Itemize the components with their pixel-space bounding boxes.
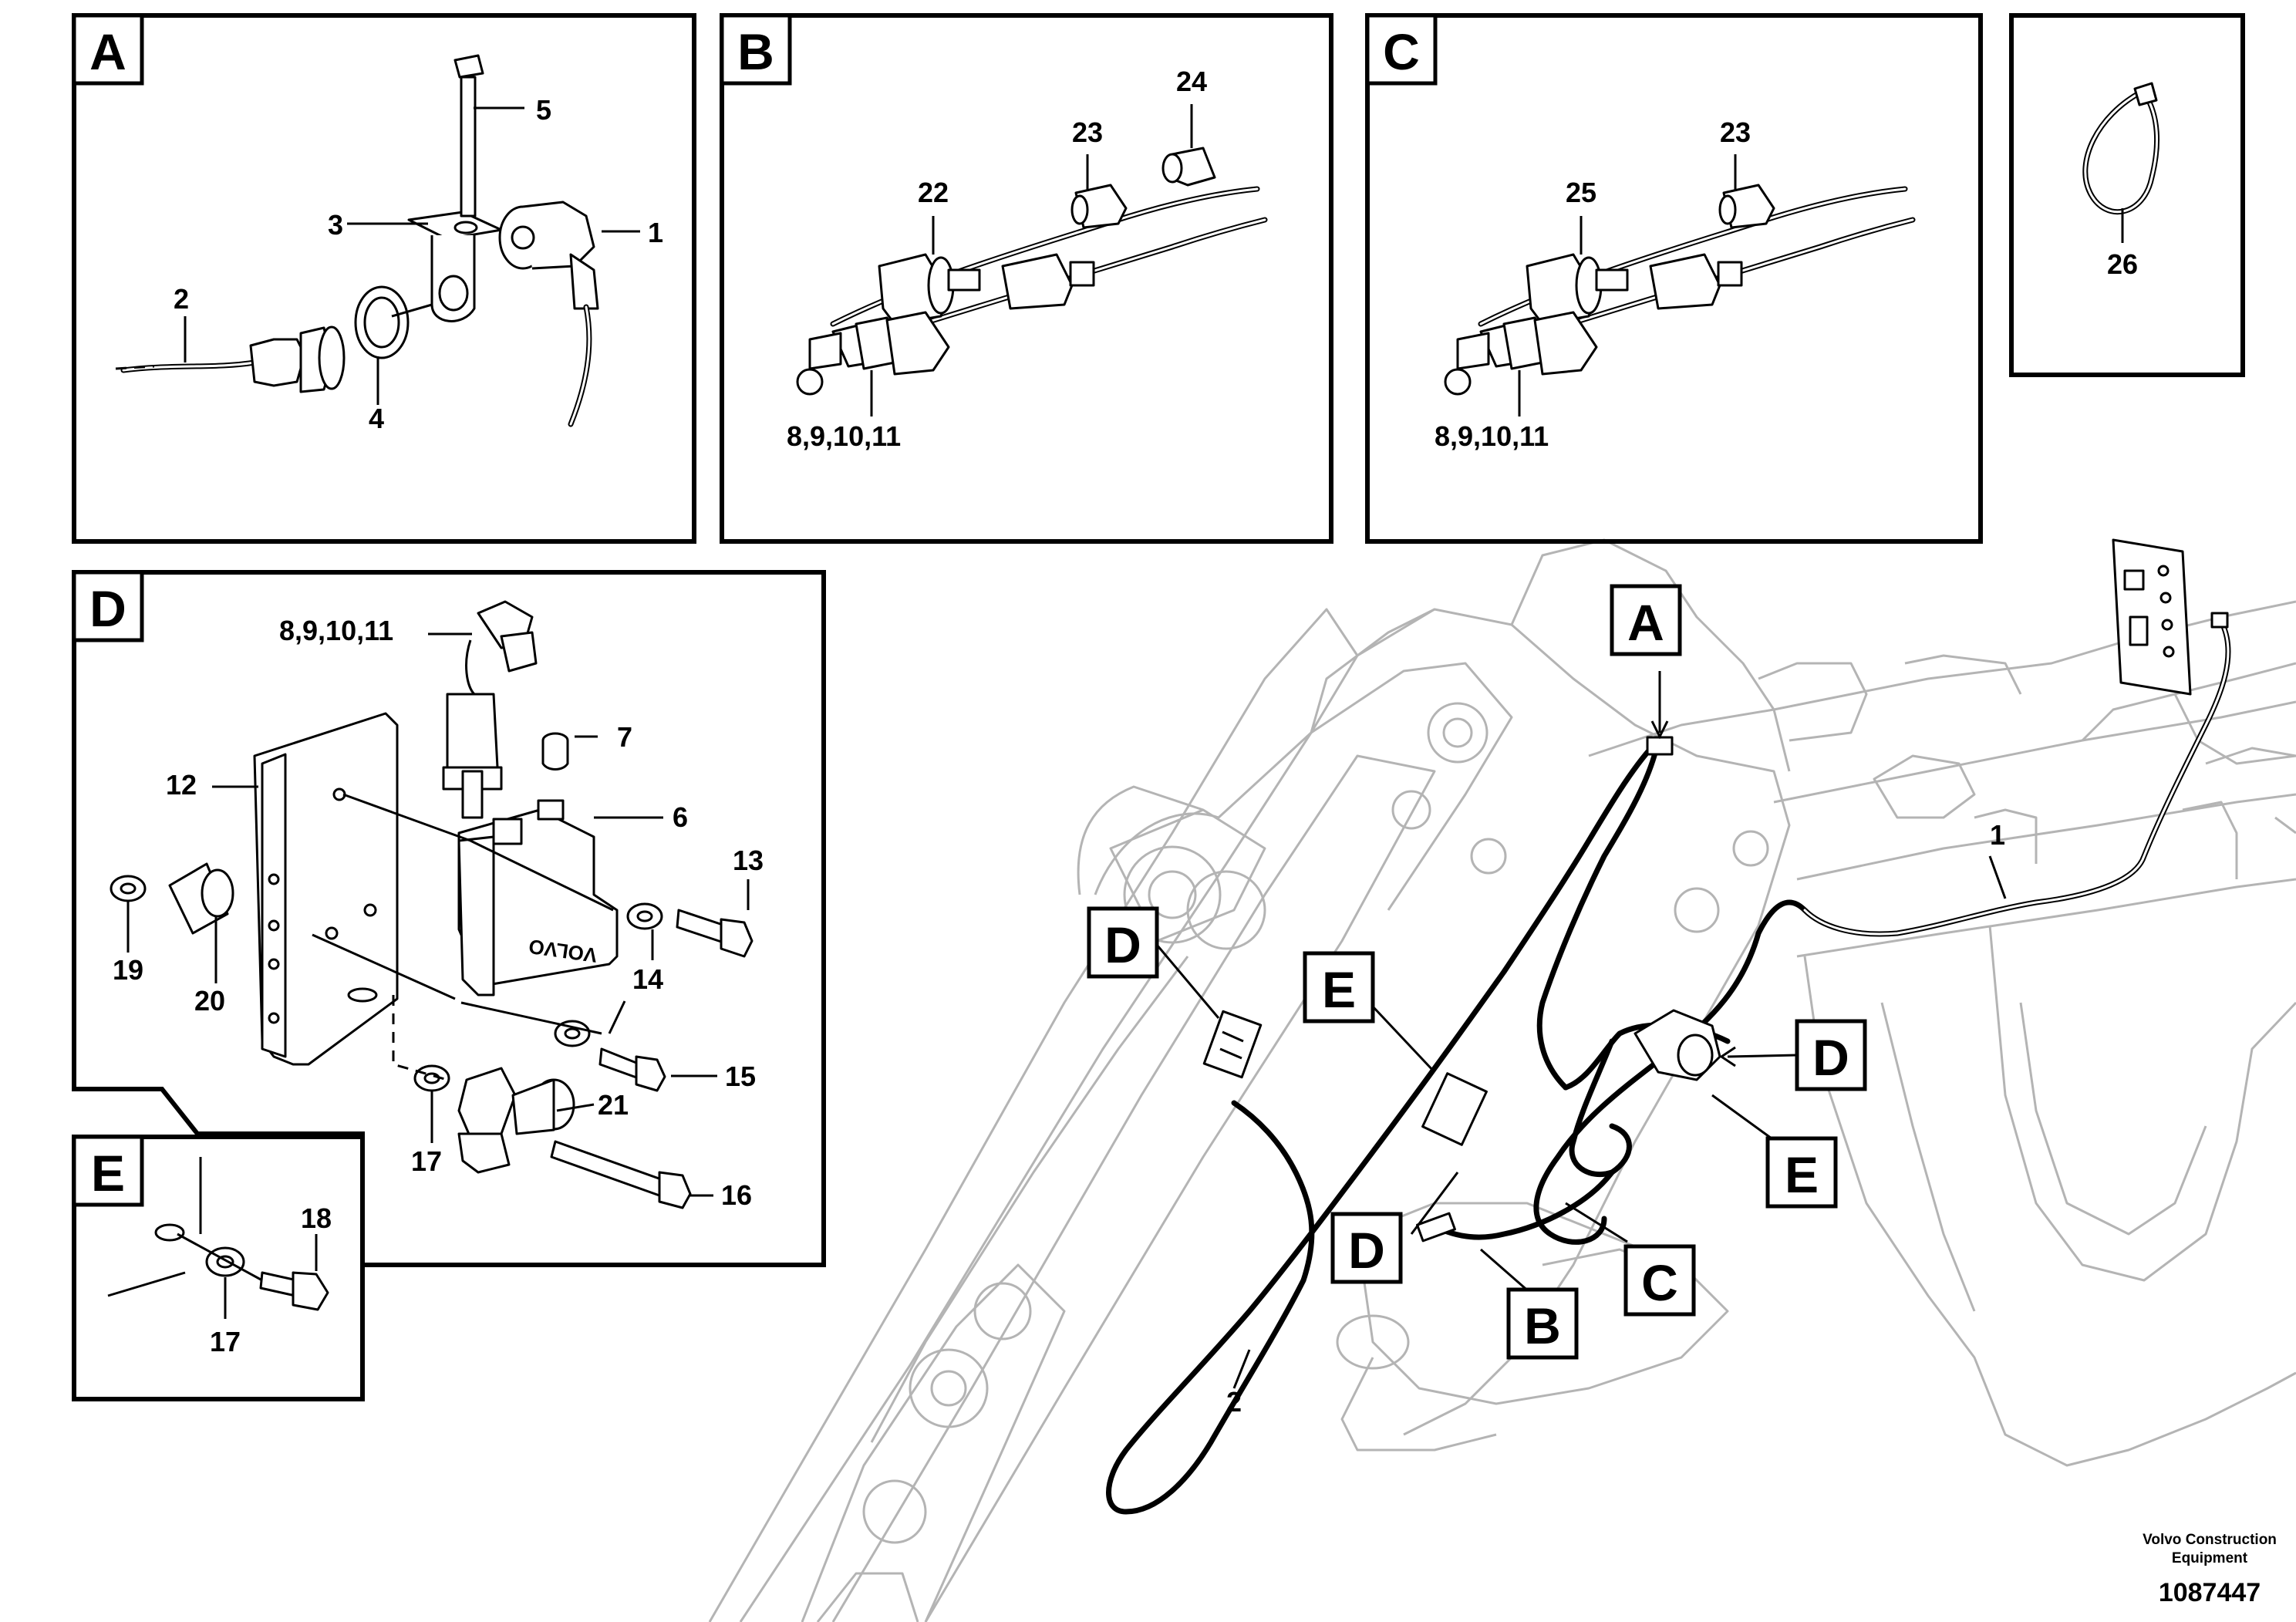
bolt-icon xyxy=(550,1140,692,1209)
panel-c-label-23: 23 xyxy=(1720,116,1751,148)
panel-d-label-20: 20 xyxy=(194,985,225,1017)
wiring-harness-overview xyxy=(1106,538,2231,1515)
panel-d-label-19: 19 xyxy=(113,954,143,986)
connector-icon xyxy=(1001,253,1095,310)
panel-b-label-23: 23 xyxy=(1072,116,1103,148)
connector-icon xyxy=(1070,184,1128,229)
panel-e-label-18: 18 xyxy=(301,1202,332,1234)
panel-d-label-12: 12 xyxy=(166,769,197,801)
svg-text:E: E xyxy=(1322,961,1356,1018)
connector-icon xyxy=(796,311,950,396)
panel-c-letter: C xyxy=(1383,23,1420,80)
bolt-icon xyxy=(168,862,234,935)
washer-icon xyxy=(110,875,147,902)
panel-a: A xyxy=(72,13,696,544)
svg-text:D: D xyxy=(1812,1029,1849,1086)
svg-text:D: D xyxy=(1348,1222,1385,1279)
svg-text:E: E xyxy=(1785,1146,1819,1203)
panel-d-label-16: 16 xyxy=(721,1179,752,1211)
svg-text:C: C xyxy=(1641,1254,1678,1311)
bolt-icon xyxy=(676,909,754,958)
panel-d-label-15: 15 xyxy=(725,1061,756,1092)
panel-d-label-13: 13 xyxy=(733,845,764,876)
panel-c: C 25 23 8,9,10,11 xyxy=(1365,13,1983,544)
panel-cable-tie: 26 xyxy=(2009,13,2245,377)
callout-d-mid: D xyxy=(1330,1212,1403,1284)
overview-callouts: A D E D E D C B 1 2 xyxy=(1087,584,2005,1418)
panel-b-label-22: 22 xyxy=(918,177,949,208)
panel-e: E 18 17 xyxy=(72,1135,365,1401)
panel-b-letter: B xyxy=(737,23,774,80)
panel-d-label-14: 14 xyxy=(632,963,663,995)
connector-icon xyxy=(1161,147,1216,187)
panel-a-letter: A xyxy=(89,23,126,80)
bolt-icon xyxy=(598,1047,666,1092)
svg-text:D: D xyxy=(1104,916,1141,973)
panel-a-label-1: 1 xyxy=(648,217,663,248)
callout-b: B xyxy=(1506,1287,1579,1360)
bracket-icon xyxy=(407,211,503,322)
panel-d-label-7: 7 xyxy=(617,721,632,753)
machine-overview-drawing xyxy=(708,538,2296,1622)
connector-icon xyxy=(1649,253,1743,310)
document-number: 1087447 xyxy=(2159,1578,2261,1607)
panel-d: D VOLVO xyxy=(72,570,826,1267)
cable-tie-icon xyxy=(2082,82,2159,215)
connector-icon xyxy=(498,201,599,310)
company-name-line2: Equipment xyxy=(2172,1550,2248,1566)
callout-e-right: E xyxy=(1765,1136,1838,1209)
panel-a-label-4: 4 xyxy=(369,403,384,434)
svg-text:A: A xyxy=(1627,594,1664,651)
connector-icon xyxy=(541,732,569,771)
footer: Volvo Construction Equipment 1087447 xyxy=(2143,1532,2277,1607)
panel-b-label-8-11: 8,9,10,11 xyxy=(787,420,901,452)
callout-d-left: D xyxy=(1087,906,1159,979)
panel-d-label-21: 21 xyxy=(598,1089,629,1121)
company-name-line1: Volvo Construction xyxy=(2143,1532,2277,1548)
tie-label-26: 26 xyxy=(2107,248,2138,280)
connector-icon xyxy=(1526,253,1629,325)
overview-label-1: 1 xyxy=(1990,819,2005,851)
callout-d-right: D xyxy=(1795,1019,1867,1091)
washer-icon xyxy=(626,902,663,930)
overview-label-2: 2 xyxy=(1226,1386,1242,1418)
panel-a-label-5: 5 xyxy=(536,94,551,126)
bracket-icon: VOLVO xyxy=(457,799,619,996)
bracket-icon xyxy=(253,712,399,1066)
panel-d-label-17: 17 xyxy=(411,1145,442,1177)
connector-icon xyxy=(1718,184,1775,229)
connector-icon xyxy=(457,1067,575,1174)
connector-icon xyxy=(1444,311,1598,396)
bolt-icon xyxy=(453,54,484,218)
panel-e-letter: E xyxy=(91,1145,125,1202)
panel-d-letter: D xyxy=(89,580,126,637)
panel-a-label-3: 3 xyxy=(328,209,343,241)
callout-e-left: E xyxy=(1303,951,1375,1023)
callout-a: A xyxy=(1610,584,1682,656)
panel-c-label-25: 25 xyxy=(1566,177,1596,208)
connector-icon xyxy=(442,600,538,819)
callout-c: C xyxy=(1623,1244,1696,1317)
panel-d-label-6: 6 xyxy=(673,801,688,833)
panel-b: B xyxy=(720,13,1333,544)
connector-icon xyxy=(249,325,346,393)
washer-icon xyxy=(354,285,410,359)
panel-a-label-2: 2 xyxy=(174,283,189,315)
panel-d-label-8-11: 8,9,10,11 xyxy=(279,615,393,646)
connector-icon xyxy=(878,253,981,325)
panel-b-label-24: 24 xyxy=(1176,66,1207,97)
bolt-icon xyxy=(259,1271,329,1311)
panel-e-label-17: 17 xyxy=(210,1326,241,1357)
panel-c-label-8-11: 8,9,10,11 xyxy=(1435,420,1549,452)
washer-icon xyxy=(554,1020,591,1047)
svg-text:B: B xyxy=(1524,1297,1561,1354)
